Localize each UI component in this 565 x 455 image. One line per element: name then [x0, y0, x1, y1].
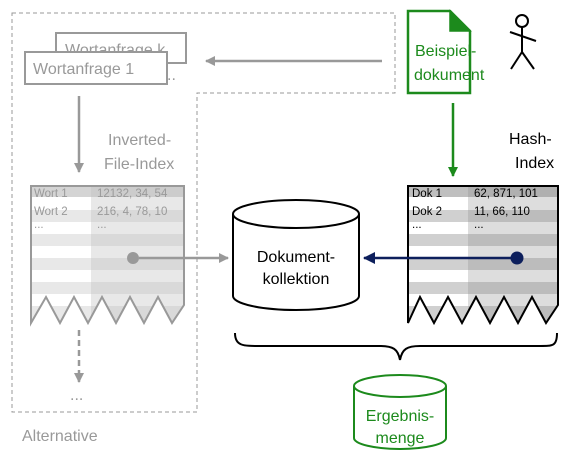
result-label-2: menge — [376, 430, 425, 447]
inverted-index-table: Wort 1 12132, 34, 54 Wort 2 216, 4, 78, … — [30, 185, 185, 327]
query-doc-1-label: Wortanfrage 1 — [33, 61, 134, 78]
hash-pointer-dot — [510, 251, 524, 265]
inverted-row-1-key: Wort 1 — [34, 188, 68, 200]
hash-index-outline — [407, 185, 559, 326]
inverted-row-2-value: 216, 4, 78, 10 — [97, 206, 167, 218]
collection-cylinder-top — [232, 199, 360, 229]
result-brace — [234, 332, 558, 361]
inverted-index-label-2: File-Index — [104, 156, 174, 173]
hash-row-1-value: 62, 871, 101 — [474, 188, 538, 200]
result-set: Ergebnis- menge — [353, 374, 447, 450]
continuation-ellipsis: ... — [70, 387, 83, 404]
inverted-row-3-value: ... — [97, 219, 107, 231]
hash-index-label-2: Index — [515, 155, 554, 172]
inverted-pointer-dot — [127, 252, 139, 264]
inverted-row-1-value: 12132, 34, 54 — [97, 188, 168, 200]
query-documents: Wortanfrage k Wortanfrage 1 .. — [24, 32, 187, 85]
result-cylinder-body — [353, 386, 447, 450]
inverted-row-3-key: ... — [34, 219, 44, 231]
hash-row-3-value: ... — [474, 219, 484, 231]
example-document-fold-icon — [449, 9, 472, 32]
alternative-label: Alternative — [22, 428, 98, 445]
hash-index-label-1: Hash- — [509, 131, 552, 148]
hash-row-1-key: Dok 1 — [412, 188, 442, 200]
hash-row-3-key: ... — [412, 219, 422, 231]
example-document-label-2: dokument — [414, 67, 485, 84]
inverted-index-label-1: Inverted- — [108, 132, 171, 149]
hash-index-table: Dok 1 62, 871, 101 Dok 2 11, 66, 110 ...… — [407, 185, 559, 326]
hash-row-2-value: 11, 66, 110 — [474, 206, 530, 218]
query-doc-ellipsis: .. — [167, 67, 176, 84]
example-document: Beispiel- dokument — [406, 9, 485, 95]
alternative-region-border — [11, 12, 396, 413]
document-collection: Dokument- kollektion — [232, 199, 360, 311]
inverted-index-outline — [30, 185, 185, 327]
collection-label-1: Dokument- — [257, 249, 335, 266]
collection-cylinder-body — [232, 214, 360, 311]
inverted-row-2-key: Wort 2 — [34, 206, 68, 218]
example-document-label-1: Beispiel- — [415, 43, 476, 60]
collection-label-2: kollektion — [263, 271, 330, 288]
result-cylinder-top — [353, 374, 447, 398]
result-label-1: Ergebnis- — [366, 408, 434, 425]
hash-row-2-key: Dok 2 — [412, 206, 442, 218]
user-stick-figure-icon — [509, 14, 537, 70]
query-doc-1-box — [24, 51, 168, 85]
